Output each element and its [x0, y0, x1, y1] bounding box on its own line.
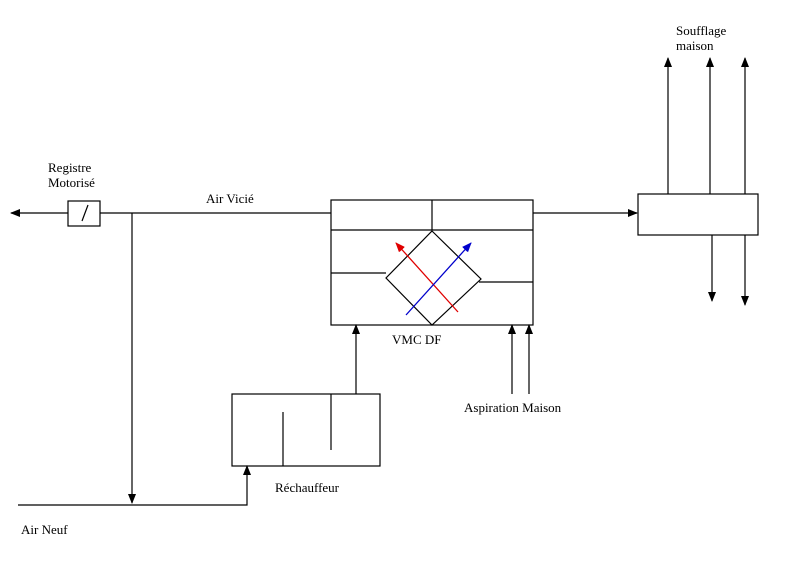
vmc-label: VMC DF	[392, 332, 442, 347]
soufflage-label: Soufflage maison	[676, 23, 727, 53]
heat-exchanger-diamond	[385, 230, 482, 326]
damper-blade	[81, 204, 89, 222]
rechauffeur-box	[231, 393, 381, 467]
rechauffeur-label: Réchauffeur	[275, 480, 340, 495]
aspiration-label: Aspiration Maison	[464, 400, 562, 415]
registre-motorise-box	[67, 200, 101, 227]
air-vicie-label: Air Vicié	[206, 191, 254, 206]
registre-label: Registre Motorisé	[48, 160, 95, 190]
soufflage-box	[637, 193, 759, 236]
hot-flow-arrow	[395, 242, 459, 313]
cold-flow-arrow	[405, 242, 472, 316]
air-neuf-line	[18, 465, 251, 506]
air-neuf-label: Air Neuf	[21, 522, 68, 537]
